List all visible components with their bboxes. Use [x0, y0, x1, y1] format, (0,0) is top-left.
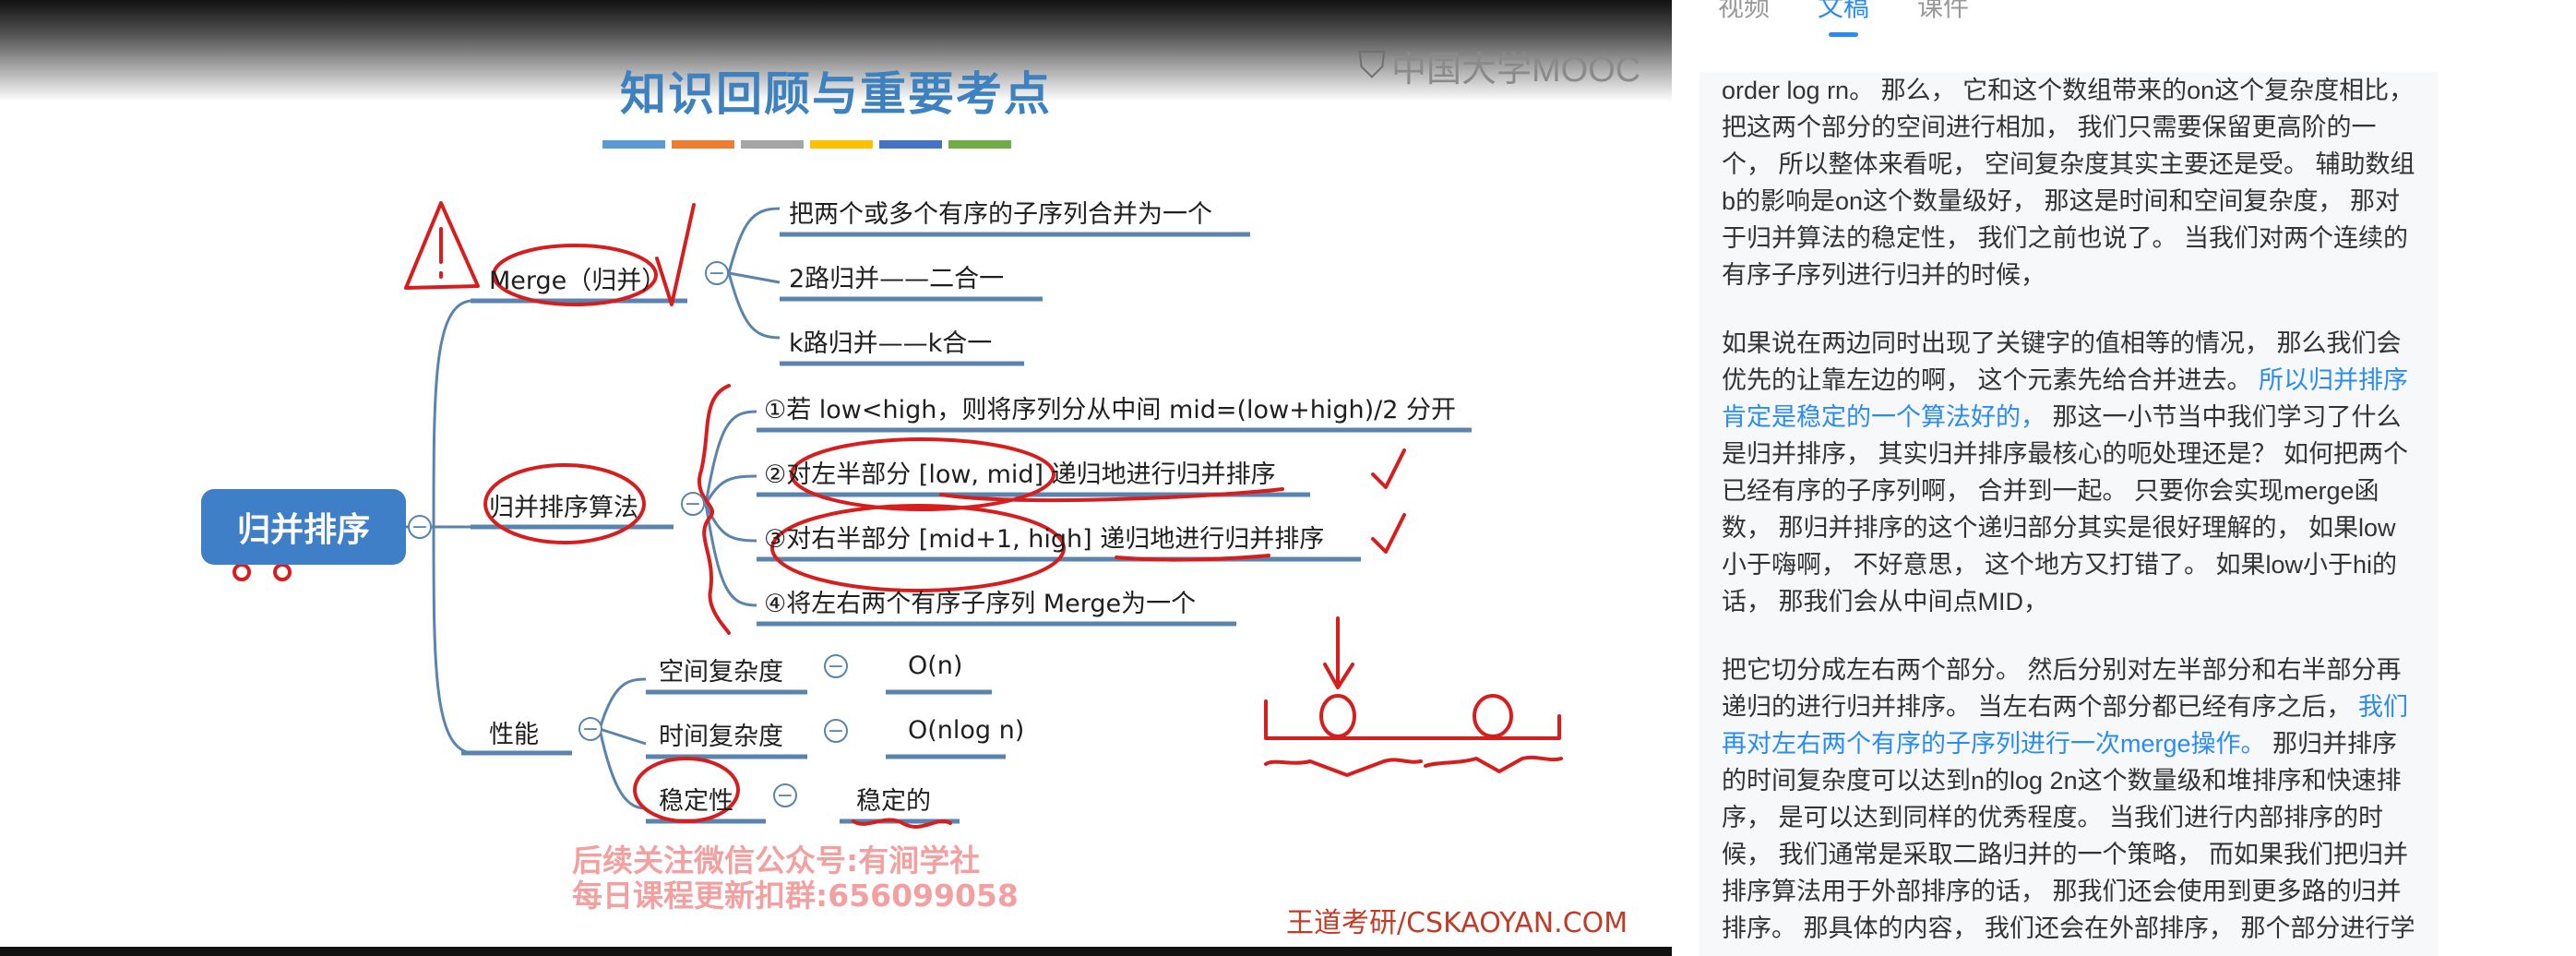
algorithm-step-3: ③对右半部分 [mid+1, high] 递归地进行归并排序 — [764, 525, 1325, 554]
video-top-shade — [0, 0, 1672, 102]
watermark-wechat: 后续关注微信公众号:有涧学社 — [572, 842, 981, 878]
collapse-toggle-stability[interactable]: − — [773, 783, 797, 807]
transcript-body[interactable]: order log rn。 那么， 它和这个数组带来的on这个复杂度相比， 把这… — [1699, 72, 2438, 956]
algorithm-step-4: ④将左右两个有序子序列 Merge为一个 — [764, 590, 1197, 618]
branch-merge: Merge（归并） — [489, 267, 667, 295]
title-stripe — [672, 140, 734, 149]
mooc-logo-text: 中国大学MOOC — [1391, 51, 1641, 90]
merge-child-2way: 2路归并——二合一 — [789, 265, 1005, 293]
transcript-text: 那这一小节当中我们学习了什么是归并排序， 其实归并排序最核心的呃处理还是？ 如何… — [1722, 403, 2409, 615]
merge-child-definition: 把两个或多个有序的子序列合并为一个 — [789, 200, 1212, 229]
transcript-highlight[interactable]: 我们再对左右两个有序的子序列进行一次merge操作。 — [1722, 693, 2409, 758]
mooc-logo-icon: ⛉ — [1358, 45, 1386, 86]
panel-tabs: 视频 文稿 课件 — [1718, 0, 1970, 37]
branch-performance: 性能 — [489, 721, 539, 749]
transcript-text: 如果说在两边同时出现了关键字的值相等的情况， 那么我们会优先的让靠左边的啊， 这… — [1722, 329, 2402, 394]
title-stripe — [602, 140, 665, 149]
performance-stability-value: 稳定的 — [856, 787, 931, 816]
collapse-toggle-time[interactable]: − — [824, 719, 848, 743]
performance-time-value: O(nlog n) — [908, 716, 1025, 745]
transcript-text: order log rn。 那么， 它和这个数组带来的on这个复杂度相比， 把这… — [1722, 77, 2415, 289]
collapse-toggle-root[interactable]: − — [408, 515, 432, 539]
title-stripe — [810, 140, 873, 149]
transcript-text: 把它切分成左右两个部分。 然后分别对左半部分和右半部分再递归的进行归并排序。 当… — [1722, 656, 2402, 721]
algorithm-step-2: ②对左半部分 [low, mid] 递归地进行归并排序 — [764, 460, 1276, 489]
performance-time-label: 时间复杂度 — [659, 723, 783, 751]
video-bottom-bar — [0, 947, 1672, 956]
performance-stability-label: 稳定性 — [659, 787, 733, 816]
collapse-toggle-merge[interactable]: − — [705, 261, 729, 285]
tab-courseware[interactable]: 课件 — [1917, 0, 1970, 22]
watermark-qq-group: 每日课程更新扣群:656099058 — [572, 878, 1019, 914]
performance-space-value: O(n) — [908, 651, 963, 680]
title-stripe — [948, 140, 1011, 149]
lecture-video[interactable]: ⛉ 中国大学MOOC 知识回顾与重要考点 — [0, 0, 1672, 956]
slide-title: 知识回顾与重要考点 — [620, 67, 1052, 121]
collapse-toggle-space[interactable]: − — [824, 654, 848, 678]
side-panel: 视频 文稿 课件 order log rn。 那么， 它和这个数组带来的on这个… — [1672, 0, 2576, 956]
transcript-paragraph: 把它切分成左右两个部分。 然后分别对左半部分和右半部分再递归的进行归并排序。 当… — [1722, 651, 2415, 947]
collapse-toggle-algorithm[interactable]: − — [681, 492, 705, 516]
mindmap-canvas — [221, 201, 1563, 829]
tab-video[interactable]: 视频 — [1718, 0, 1771, 22]
transcript-text: 那归并排序的时间复杂度可以达到n的log 2n这个数量级和堆排序和快速排序， 是… — [1722, 730, 2415, 942]
merge-child-kway: k路归并——k合一 — [789, 329, 993, 358]
branch-algorithm: 归并排序算法 — [489, 494, 638, 522]
algorithm-step-1: ①若 low<high，则将序列分从中间 mid=(low+high)/2 分开 — [764, 396, 1457, 424]
title-stripe — [879, 140, 942, 149]
tab-transcript[interactable]: 文稿 — [1818, 0, 1869, 37]
mindmap-underlines — [461, 232, 1472, 824]
title-stripe — [741, 140, 804, 149]
mindmap-connectors — [406, 207, 781, 810]
transcript-paragraph: order log rn。 那么， 它和这个数组带来的on这个复杂度相比， 把这… — [1722, 72, 2415, 293]
mooc-logo: ⛉ 中国大学MOOC — [1358, 41, 1640, 91]
slide-credit: 王道考研/CSKAOYAN.COM — [1286, 907, 1628, 939]
transcript-highlight[interactable]: 所以归并排序肯定是稳定的一个算法好的， — [1722, 366, 2409, 431]
transcript-paragraph: 如果说在两边同时出现了关键字的值相等的情况， 那么我们会优先的让靠左边的啊， 这… — [1722, 325, 2415, 620]
performance-space-label: 空间复杂度 — [659, 658, 783, 687]
title-stripes — [602, 140, 1011, 149]
collapse-toggle-performance[interactable]: − — [578, 717, 602, 741]
root-node-merge-sort: 归并排序 — [201, 489, 406, 565]
